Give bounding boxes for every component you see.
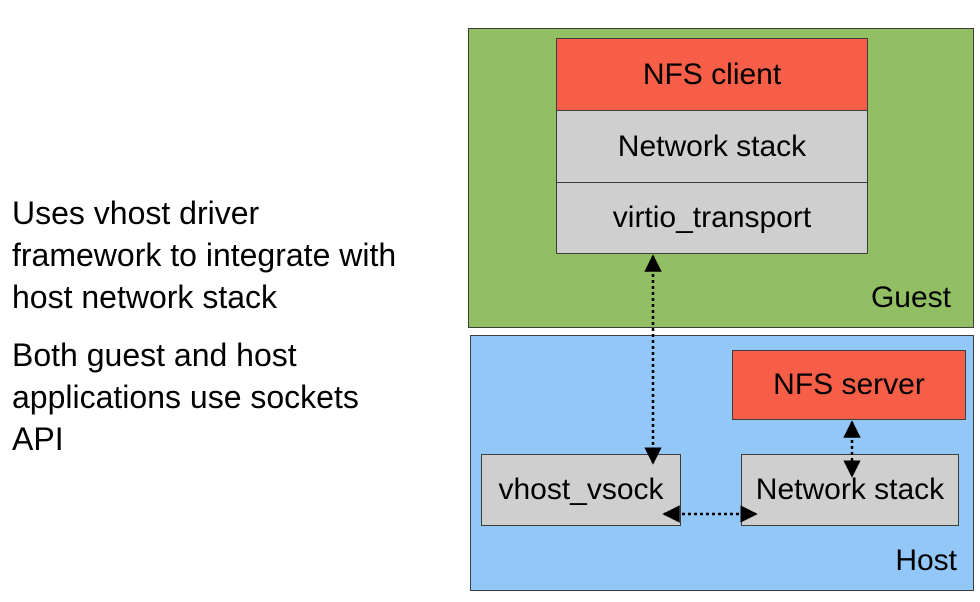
bullet-vhost-framework: Uses vhost driver framework to integrate… <box>12 195 397 315</box>
nfs-server-box: NFS server <box>732 350 966 420</box>
virtio-transport-box: virtio_transport <box>556 182 868 254</box>
host-label: Host <box>895 544 957 577</box>
vhost-vsock-box: vhost_vsock <box>481 454 681 526</box>
guest-label: Guest <box>870 281 951 314</box>
guest-network-stack-box: Network stack <box>556 110 868 183</box>
bullet-sockets-api: Both guest and host applications use soc… <box>12 337 359 457</box>
